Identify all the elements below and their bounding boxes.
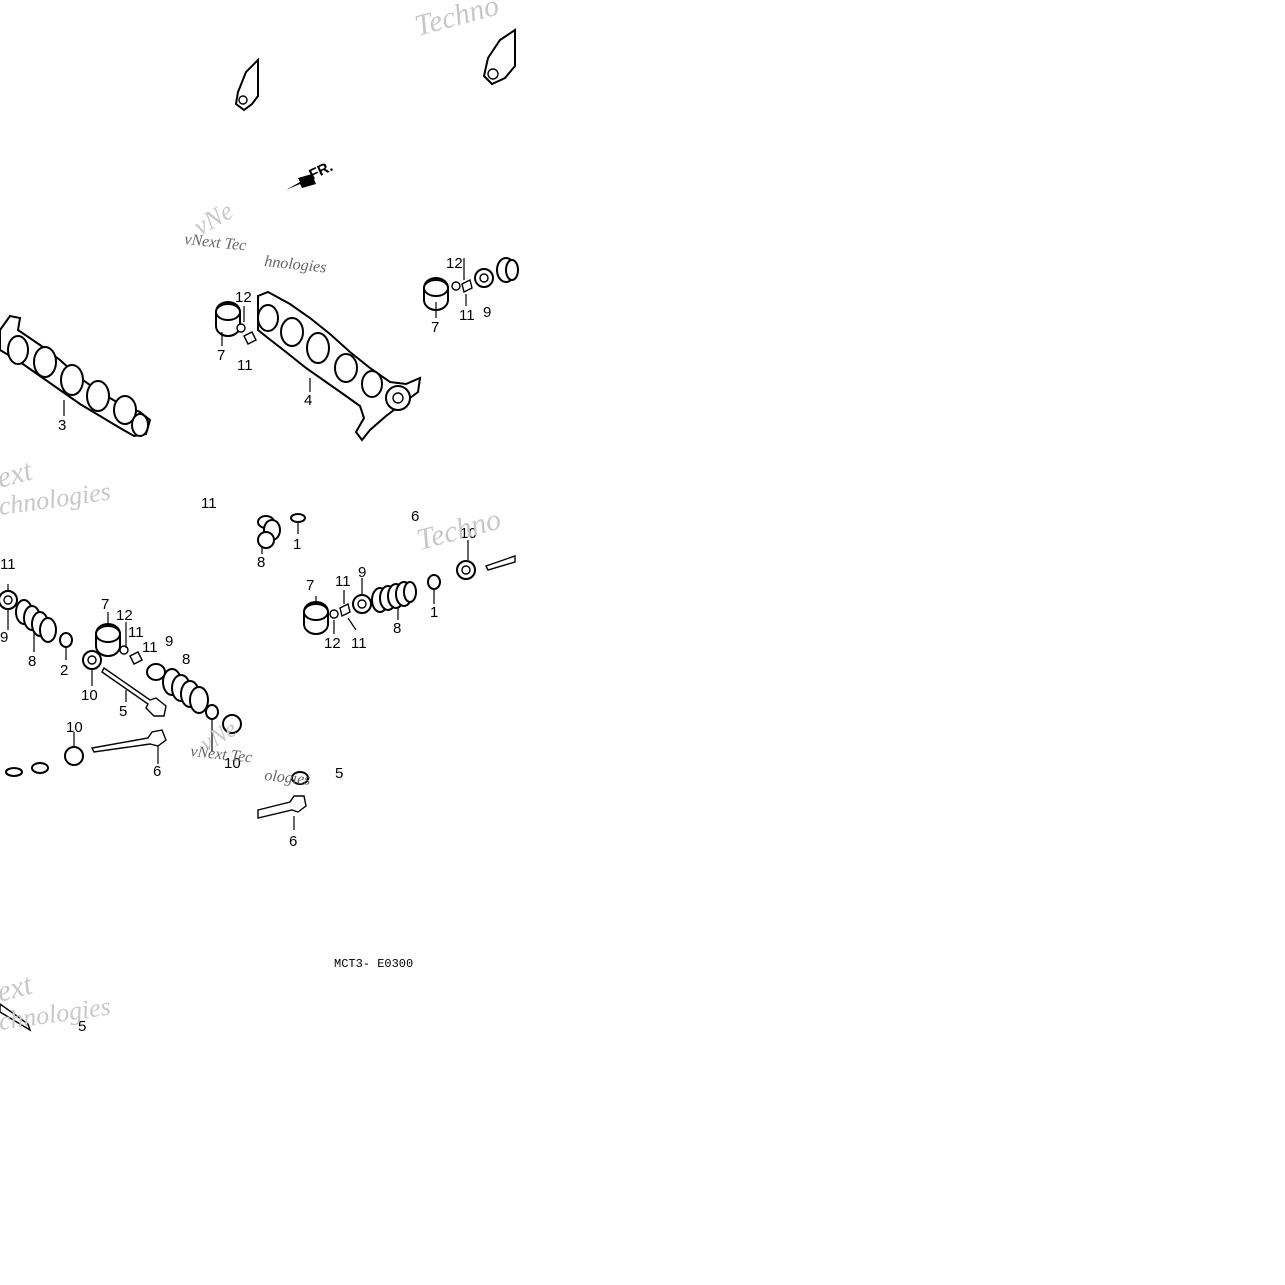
front-direction-label: FR. [307, 158, 336, 184]
callout-10-d: 10 [460, 525, 477, 542]
callout-11-e: 11 [128, 624, 144, 641]
callout-1-a: 1 [293, 536, 301, 553]
callout-11-f: 11 [142, 639, 158, 656]
lower-fragment: 5 ext chnologies [0, 968, 112, 1036]
callout-4: 4 [304, 392, 312, 409]
spring-8-a [15, 599, 57, 643]
callout-5-c: 5 [78, 1018, 86, 1035]
callout-5-b: 5 [335, 765, 343, 782]
bottom-left-tile: 11 9 8 2 7 12 11 11 9 8 10 5 10 6 10 vNe… [0, 556, 253, 780]
callout-8-d: 8 [393, 620, 401, 637]
bottom-right-tile: 8 1 6 7 11 9 10 12 1 [257, 503, 516, 971]
callout-12-c: 12 [116, 607, 133, 624]
callout-2: 2 [60, 662, 68, 679]
lifter-group-a [215, 301, 257, 346]
callout-7-c: 7 [101, 596, 109, 613]
callout-12-d: 12 [324, 635, 341, 652]
callout-9-b: 9 [0, 629, 8, 646]
callout-6-c: 6 [289, 833, 297, 850]
callout-11-h: 11 [351, 635, 367, 652]
camshaft-3 [0, 314, 152, 438]
callout-7-d: 7 [306, 577, 314, 594]
diagram-code: MCT3- E0300 [334, 957, 413, 971]
spring-8-b [162, 668, 209, 714]
watermark-9: Techno [413, 503, 504, 557]
top-tile: FR. [0, 0, 519, 521]
callout-11-g: 11 [335, 573, 351, 590]
watermark-7: vNext Tec [190, 743, 253, 766]
watermark-2: vNext Tec [184, 231, 247, 254]
callout-11-d: 11 [0, 556, 16, 573]
callout-11-c: 11 [201, 495, 217, 512]
watermark-3: hnologies [264, 253, 328, 276]
callout-12-b: 12 [446, 255, 463, 272]
callout-8-a: 8 [28, 653, 36, 670]
callout-1-b: 1 [430, 604, 438, 621]
watermark-1: Techno [411, 0, 502, 43]
callout-6-b: 6 [411, 508, 419, 525]
callout-3: 3 [58, 417, 66, 434]
camshaft-4 [257, 290, 422, 442]
spring-8-d [371, 581, 417, 613]
callout-10-a: 10 [81, 687, 98, 704]
lifter-group-b [423, 257, 519, 318]
callout-8-b: 8 [182, 651, 190, 668]
callout-8-c: 8 [257, 554, 265, 571]
watermark-10: ologies [264, 767, 312, 789]
callout-10-c: 10 [224, 755, 241, 772]
callout-7-b: 7 [431, 319, 439, 336]
callout-9-c: 9 [165, 633, 173, 650]
callout-7-a: 7 [217, 347, 225, 364]
callout-6-a: 6 [153, 763, 161, 780]
callout-9-d: 9 [358, 564, 366, 581]
front-arrow: FR. [286, 158, 336, 190]
callout-11-b: 11 [459, 307, 475, 324]
callout-9-a: 9 [483, 304, 491, 321]
callout-10-b: 10 [66, 719, 83, 736]
callout-11-a: 11 [237, 357, 253, 374]
callout-5-a: 5 [119, 703, 127, 720]
callout-12-a: 12 [235, 289, 252, 306]
